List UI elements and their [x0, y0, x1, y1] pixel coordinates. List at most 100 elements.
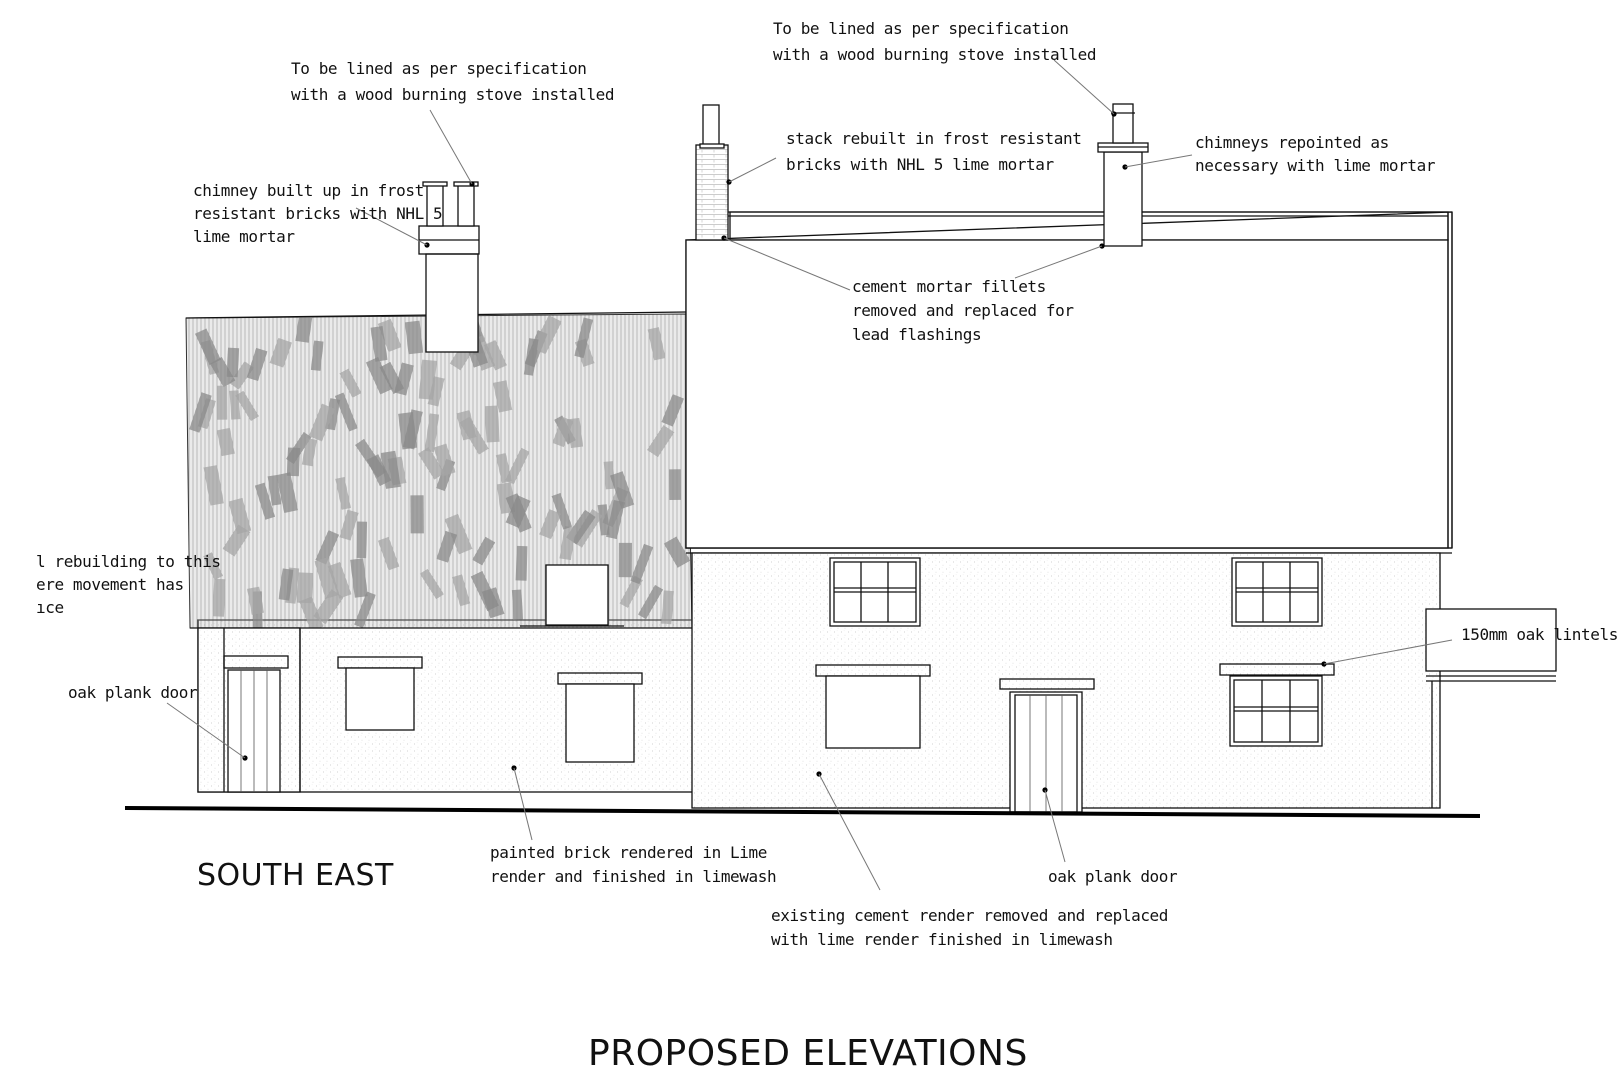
thatch-patch	[603, 461, 616, 490]
thatch-patch	[647, 327, 666, 361]
thatch-patch	[410, 495, 424, 534]
thatch-patch	[246, 347, 268, 382]
thatch-patch	[354, 591, 376, 628]
left-wing	[185, 181, 694, 793]
thatch-patch	[334, 392, 358, 432]
thatch-patch	[459, 416, 489, 455]
left-wing-window-2	[565, 683, 635, 763]
thatch-patch	[350, 558, 368, 598]
thatch-patch	[247, 586, 265, 615]
note-painted-brick-1: painted brick rendered in Lime	[490, 843, 767, 862]
thatch-patch	[276, 472, 298, 513]
side-lean-to	[1425, 608, 1557, 672]
thatch-patch	[647, 425, 675, 458]
thatch-patch	[669, 469, 681, 500]
thatch-patch	[228, 497, 252, 535]
thatch-patch	[297, 572, 314, 604]
thatch-patch	[661, 394, 685, 427]
thatch-patch	[505, 495, 531, 529]
thatch-patch	[216, 385, 228, 420]
thatch-patch	[267, 474, 282, 506]
thatch-patch	[424, 413, 440, 453]
thatch-patch	[495, 453, 512, 484]
thatch-patch	[216, 427, 235, 457]
note-painted-brick-2: render and finished in limewash	[490, 867, 776, 886]
thatch-patch	[203, 465, 224, 506]
thatch-patch	[511, 589, 524, 620]
thatch-patch	[418, 359, 437, 400]
thatch-patch	[327, 562, 352, 599]
thatch-patch	[618, 542, 632, 578]
thatch-patch	[433, 443, 456, 477]
thatch-patch	[451, 574, 471, 607]
thatch-patch	[630, 543, 654, 585]
note-chimney-built-up-1: chimney built up in frost	[193, 181, 424, 200]
thatch-patch	[394, 362, 414, 396]
upper-window-right	[1231, 557, 1323, 627]
right-chimney	[1097, 103, 1149, 249]
note-left-flue-2: with a wood burning stove installed	[291, 85, 614, 104]
thatch-patch	[299, 596, 324, 628]
thatch-patch	[605, 500, 625, 540]
upper-window-left	[829, 557, 921, 627]
thatch-patch	[301, 438, 317, 467]
thatch-patch	[254, 482, 276, 520]
drawing-title: PROPOSED ELEVATIONS	[588, 1033, 1028, 1074]
thatch-patch	[559, 526, 576, 561]
ground-line	[124, 806, 1481, 818]
thatch-patch	[515, 545, 528, 581]
thatch-patch	[229, 361, 254, 390]
note-chimney-built-up-3: lime mortar	[193, 227, 295, 246]
left-wing-window-1	[345, 667, 415, 731]
thatch-patch	[419, 568, 444, 600]
note-mortar-fillets-1: cement mortar fillets	[852, 277, 1046, 296]
thatch-patch	[597, 504, 610, 536]
thatch-patch	[404, 320, 424, 355]
thatch-patch	[285, 432, 312, 465]
thatch-patch	[574, 317, 593, 359]
note-left-flue-1: To be lined as per specification	[291, 59, 586, 78]
note-mortar-fillets-3: lead flashings	[852, 325, 981, 344]
thatch-patch	[539, 509, 562, 540]
note-oak-door-right: oak plank door	[1048, 867, 1178, 886]
view-label: SOUTH EAST	[197, 858, 394, 893]
thatch-patch	[470, 571, 499, 612]
note-rebuilding-1: l rebuilding to this	[36, 552, 221, 571]
left-chimney	[418, 181, 480, 353]
note-rebuilding-3: ıce	[36, 598, 64, 617]
thatch-patch	[314, 557, 340, 599]
note-right-flue-2: with a wood burning stove installed	[773, 45, 1096, 64]
thatch-patch	[339, 368, 362, 398]
annotations: To be lined as per specification with a …	[36, 19, 1618, 1074]
thatch-patch	[365, 356, 393, 395]
note-cement-render-2: with lime render finished in limewash	[771, 930, 1113, 949]
thatch-patch	[444, 513, 473, 555]
thatch-patch	[313, 589, 344, 625]
thatch-patch	[278, 568, 294, 601]
middle-chimney	[695, 104, 732, 241]
thatch-patch	[505, 447, 530, 485]
thatch-patch	[203, 552, 224, 580]
note-oak-lintels: 150mm oak lintels	[1461, 625, 1618, 644]
thatch-patch	[567, 417, 584, 449]
thatch-patch	[315, 530, 340, 565]
note-cement-render-1: existing cement render removed and repla…	[771, 906, 1168, 925]
main-block	[685, 103, 1557, 813]
thatch-patch	[356, 521, 368, 559]
thatch-patch	[483, 339, 507, 371]
note-chimneys-repointed-1: chimneys repointed as	[1195, 133, 1389, 152]
thatch-patch	[195, 328, 221, 366]
thatch-patch	[295, 314, 313, 343]
thatch-patch	[380, 450, 401, 489]
thatch-patch	[235, 390, 259, 422]
thatch-patch	[377, 536, 400, 571]
thatch-patch	[523, 338, 539, 376]
thatch-patch	[370, 325, 388, 362]
note-chimneys-repointed-2: necessary with lime mortar	[1195, 156, 1436, 175]
thatch-patch	[189, 392, 212, 433]
thatch-patch	[402, 409, 423, 450]
thatch-patch	[472, 536, 496, 566]
leader-lines	[166, 59, 1453, 891]
thatch-patch	[269, 337, 293, 368]
